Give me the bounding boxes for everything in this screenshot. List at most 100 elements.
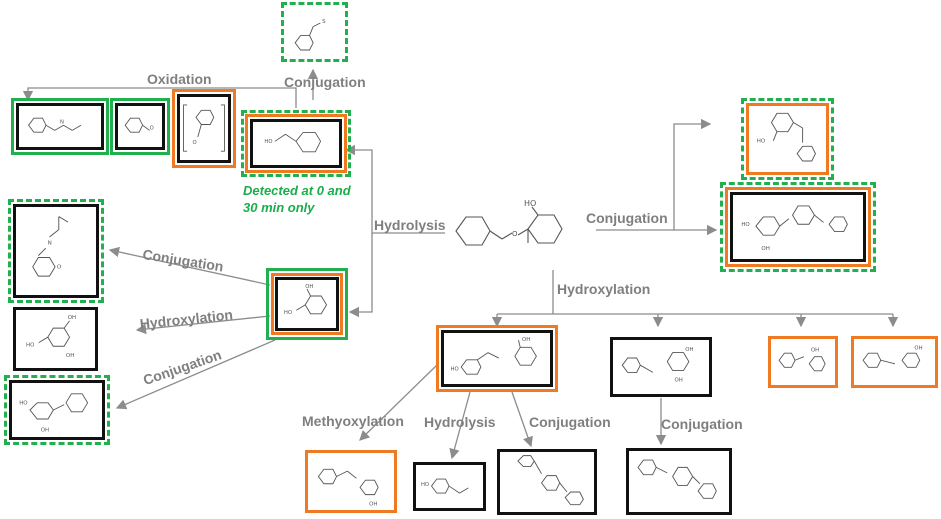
benzyl-alcohol-box: HO <box>250 119 342 168</box>
benzyl-gentisate-box: OH OH <box>610 337 712 397</box>
hydroxy-metabolite-3-structure: OH <box>778 347 826 372</box>
detection-note-line-2: 30 min only <box>243 200 315 215</box>
parent-o-atom: O <box>512 230 518 238</box>
benzoic-acid-outer-box: O <box>110 98 170 155</box>
hbs-ho-atom: HO <box>450 367 458 373</box>
hydroxybenzyl-salicylate-box: HO OH <box>441 330 553 387</box>
benzoic-acid-structure: O <box>124 117 154 133</box>
hydroxybenzyl-alcohol-box: HO <box>413 462 486 511</box>
benzoic-acid-box: O <box>115 103 165 150</box>
label-hydrolysis-main: Hydrolysis <box>374 217 446 233</box>
benzaldehyde-structure: O <box>183 104 225 152</box>
detection-note: Detected at 0 and 30 min only <box>243 182 351 216</box>
benzyl-gentisate-structure: OH OH <box>621 347 694 383</box>
sulfated-benzyl-salicylate-structure: HO <box>757 112 816 162</box>
hippuric-acid-structure: N <box>28 117 82 133</box>
bsg-oh-atom: OH <box>761 246 769 252</box>
arrow-oxidation <box>22 87 297 108</box>
sulfated-benzyl-salicylate-outer-box: HO <box>741 98 834 180</box>
benzaldehyde-box: O <box>177 94 231 163</box>
arrow-conjugation-right <box>596 118 712 231</box>
parent-oh-atom: HO <box>524 199 536 208</box>
bg-oh-top: OH <box>685 347 693 353</box>
gentisic-acid-structure: OH HO OH <box>26 315 76 359</box>
hippuric-acid-outer-box: N <box>11 98 109 155</box>
glucuronide-oh-atom: OH <box>41 428 49 434</box>
gentisic-acid-box: OH HO OH <box>13 307 98 371</box>
salicyl-glucuronide-outer-box: HO OH <box>4 375 110 445</box>
label-hydrolysis-bottom: Hydrolysis <box>424 414 496 430</box>
salicyl-glucuronide-structure: HO OH <box>19 393 89 434</box>
benzyl-salicylate-glucuronide-box: HO OH <box>730 192 866 262</box>
salicylic-ho-atom: HO <box>284 310 292 316</box>
hydroxybenzyl-salicylate-structure: HO OH <box>450 337 537 375</box>
arrow-hydrolysis-main <box>344 144 445 234</box>
benzaldehyde-outer-box: O <box>172 89 236 168</box>
arrow-methyoxylation <box>359 364 438 441</box>
arrow-hydrox-left <box>135 315 271 335</box>
bsg-ho-atom: HO <box>741 222 749 228</box>
label-oxidation: Oxidation <box>147 71 212 87</box>
sulfated-ho-atom: HO <box>757 139 766 145</box>
hydroxy-metabolite-4-box: OH <box>851 336 938 388</box>
label-hydroxylation-main: Hydroxylation <box>557 281 651 297</box>
hydroxy-metabolite-4-structure: OH <box>862 346 923 368</box>
salicyluric-acid-structure: N O <box>32 216 69 277</box>
gentisic-oh-top: OH <box>68 315 76 321</box>
salicyl-glucuronide-box: HO OH <box>9 380 105 440</box>
sulfate-s-atom: S <box>322 19 326 25</box>
hydroxybenzyl-salicylate-conjugate-structure <box>517 455 584 506</box>
gentisic-oh-bottom: OH <box>66 353 74 359</box>
label-conjugation-bottom-1: Conjugation <box>529 414 611 430</box>
detection-note-line-1: Detected at 0 and <box>243 183 351 198</box>
bg-oh-bottom: OH <box>675 377 683 383</box>
parent-compound-benzyl-salicylate: O HO <box>455 199 563 246</box>
hippuric-acid-box: N <box>16 103 104 150</box>
salicyluric-acid-box: N O <box>13 204 99 298</box>
hba-ho-atom: HO <box>421 482 429 488</box>
glucuronide-ho-atom: HO <box>19 401 27 407</box>
methoxylated-metabolite-structure: OH <box>317 468 379 507</box>
benzyl-sulfate-box: S <box>281 2 348 62</box>
benzyl-salicylate-glucuronide-mid-box: HO OH <box>725 187 871 267</box>
hbs-oh-atom: OH <box>522 337 530 343</box>
arrow-conj-left-1 <box>108 246 271 286</box>
label-methyoxylation: Methyoxylation <box>302 413 404 429</box>
label-conjugation-top: Conjugation <box>284 74 366 90</box>
benzyl-alcohol-structure: HO <box>264 132 322 153</box>
gentisic-ho-atom: HO <box>26 342 34 348</box>
mm-oh-atom: OH <box>369 501 377 507</box>
benzyl-gentisate-conjugate-structure <box>637 459 717 499</box>
sulfated-benzyl-salicylate-box: HO <box>746 103 829 175</box>
salicylic-acid-box: OH HO <box>275 277 339 331</box>
methoxylated-metabolite-box: OH <box>305 450 397 513</box>
benzyl-alcohol-ho-atom: HO <box>264 139 272 145</box>
arrow-conjugation-bottom1 <box>511 391 533 448</box>
arrow-hydrolysis-salicylic <box>348 233 373 318</box>
salicylic-acid-mid-box: OH HO <box>271 273 343 335</box>
salicylic-acid-structure: OH HO <box>284 284 328 316</box>
hydroxybenzyl-salicylate-outer-box: HO OH <box>436 325 558 392</box>
benzyl-alcohol-mid-box: HO <box>245 114 347 173</box>
hm4-oh-atom: OH <box>914 346 922 352</box>
label-conjugation-right: Conjugation <box>586 210 668 226</box>
label-conjugation-bottom-2: Conjugation <box>661 416 743 432</box>
hm3-oh-atom: OH <box>811 347 819 353</box>
benzyl-gentisate-conjugate-box <box>626 448 732 515</box>
salicylic-acid-outer-box: OH HO <box>266 268 348 340</box>
hydroxybenzyl-salicylate-conjugate-box <box>497 449 597 515</box>
benzaldehyde-o-atom: O <box>192 140 196 146</box>
salicyluric-acid-outer-box: N O <box>8 199 104 303</box>
benzyl-alcohol-outer-box: HO <box>241 110 351 177</box>
salicylic-oh-atom: OH <box>305 284 313 290</box>
arrow-hydrolysis-bottom <box>449 391 471 460</box>
benzyl-salicylate-glucuronide-outer-box: HO OH <box>720 182 876 272</box>
benzyl-salicylate-glucuronide-structure: HO OH <box>741 205 848 252</box>
hydroxybenzyl-alcohol-structure: HO <box>421 478 469 494</box>
arrow-conj-left-2 <box>115 339 276 410</box>
benzoic-o-atom: O <box>150 126 154 132</box>
hippuric-n-atom: N <box>60 119 64 125</box>
salicyluric-n-atom: N <box>48 240 52 246</box>
salicyluric-o-atom: O <box>57 265 62 271</box>
